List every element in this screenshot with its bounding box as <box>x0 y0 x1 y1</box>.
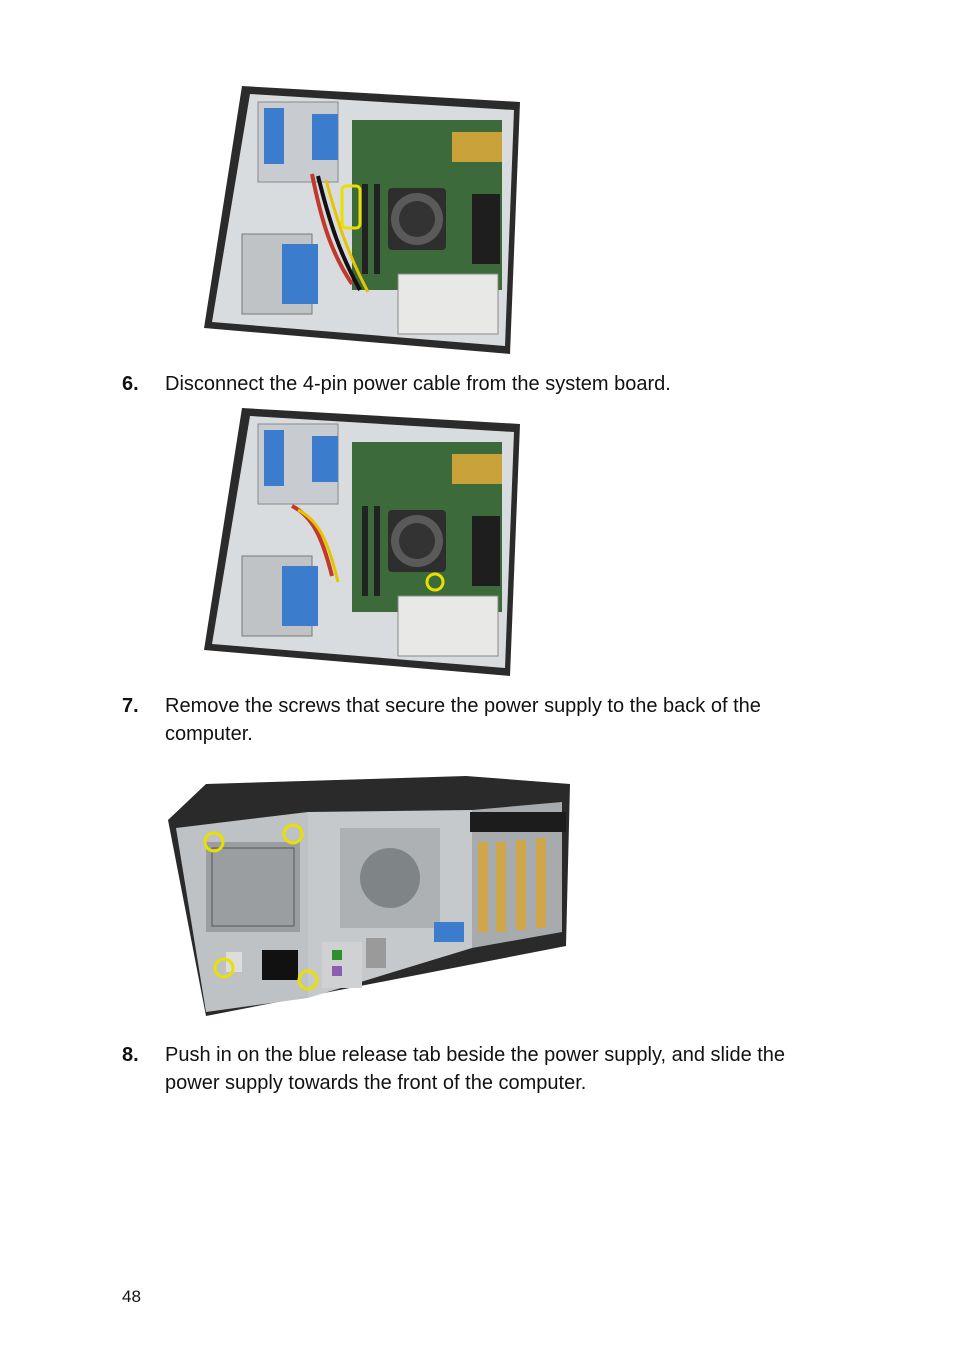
chassis-image <box>204 86 520 354</box>
screw-highlight <box>203 831 225 853</box>
screw-highlight <box>213 957 235 979</box>
step-text: Disconnect the 4-pin power cable from th… <box>165 373 671 395</box>
connector-highlight <box>340 184 362 230</box>
step-number: 6. <box>122 373 139 395</box>
chassis-image <box>168 776 570 1016</box>
figure-chassis-interior-2 <box>204 408 520 676</box>
step-number: 7. <box>122 695 139 717</box>
step-text: Remove the screws that secure the power … <box>165 695 761 745</box>
figure-computer-rear <box>168 776 570 1016</box>
figure-chassis-interior-1 <box>204 86 520 354</box>
connector-highlight <box>425 572 445 592</box>
page-number: 48 <box>122 1287 141 1306</box>
screw-highlight <box>297 969 319 991</box>
step-text: Push in on the blue release tab beside t… <box>165 1044 786 1094</box>
chassis-image <box>204 408 520 676</box>
step-number: 8. <box>122 1044 139 1066</box>
screw-highlight <box>282 823 304 845</box>
